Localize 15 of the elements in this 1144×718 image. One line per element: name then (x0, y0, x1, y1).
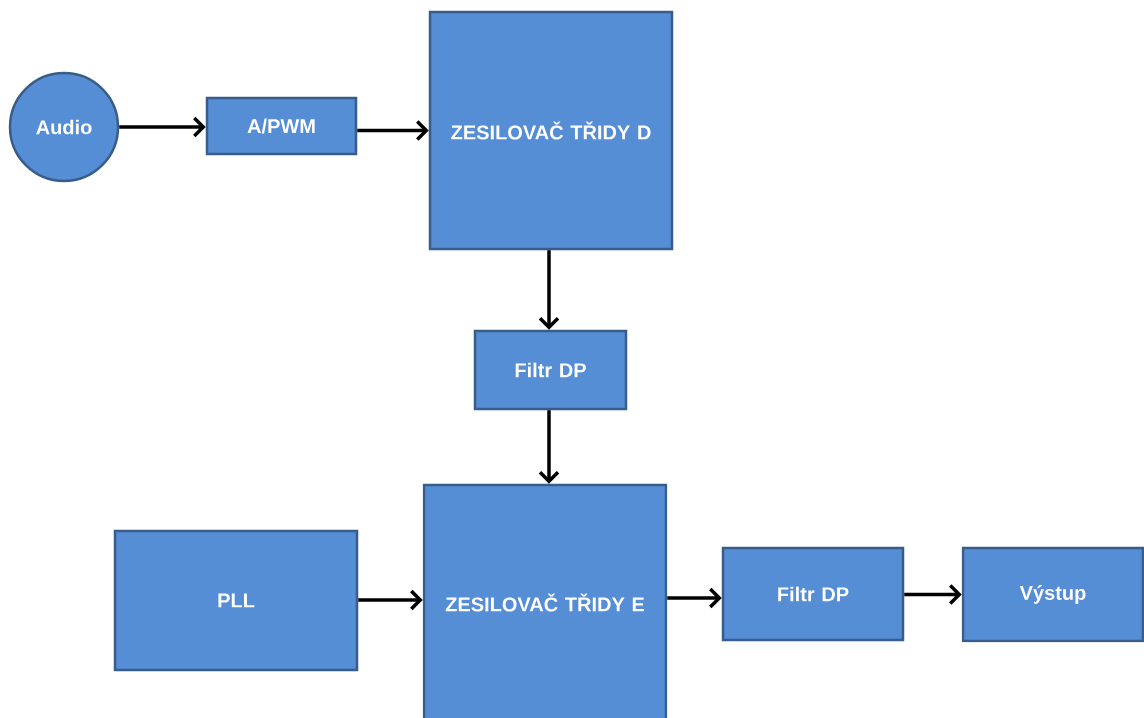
circle-node: Audio (8, 71, 120, 183)
arrow (538, 410, 560, 484)
arrow (904, 584, 962, 605)
arrow (357, 120, 429, 141)
arrow (538, 250, 560, 330)
process-box: A/PWM (205, 96, 358, 156)
process-box: PLL (113, 529, 359, 672)
process-box: Filtr DP (473, 329, 628, 411)
arrow (358, 589, 423, 611)
arrow (667, 587, 722, 609)
arrow (119, 116, 206, 138)
process-box: Výstup (961, 546, 1144, 643)
process-box: Filtr DP (721, 546, 905, 642)
process-box: ZESILOVAČ TŘIDY D (428, 10, 674, 251)
process-box: ZESILOVAČ TŘIDY E (422, 483, 668, 718)
